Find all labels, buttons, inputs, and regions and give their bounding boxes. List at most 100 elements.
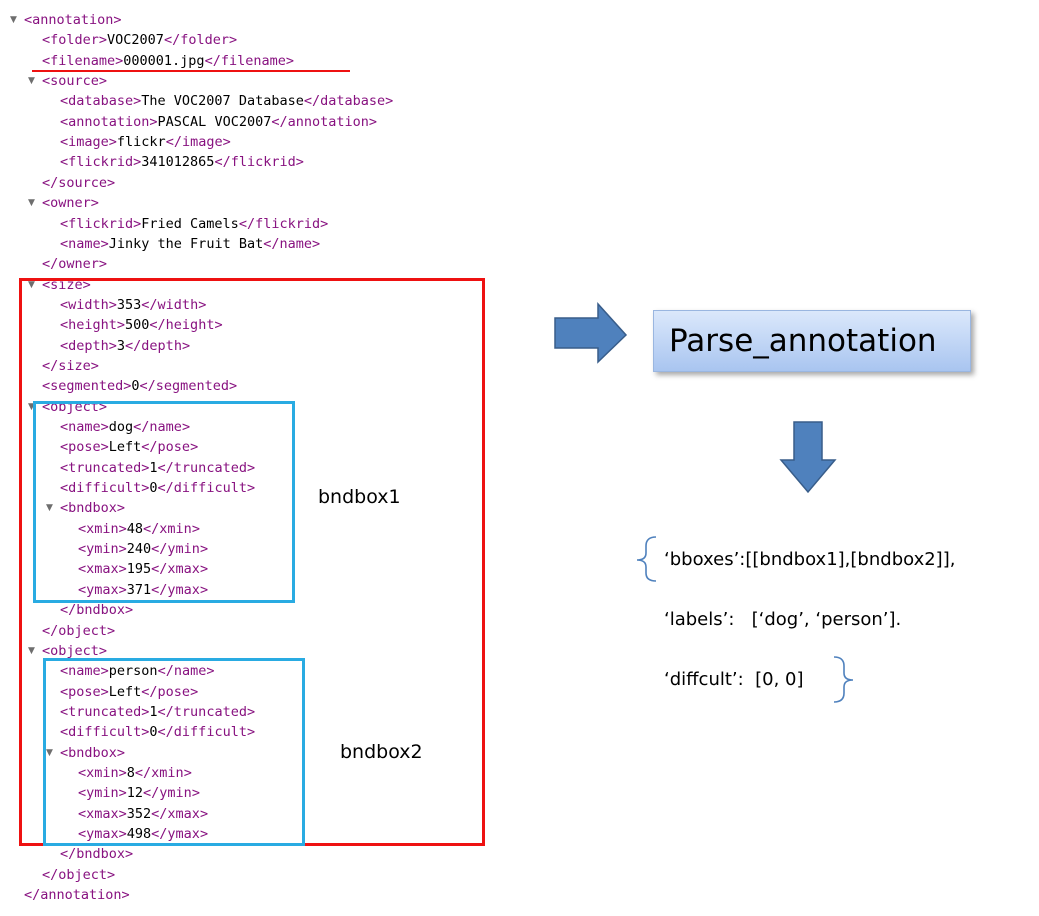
- xml-line: <name>dog</name>: [60, 417, 190, 437]
- xml-line: </size>: [42, 356, 99, 376]
- xml-value: 0: [131, 378, 140, 395]
- xml-tag: <width>: [60, 296, 117, 313]
- xml-tag: </object>: [42, 866, 116, 883]
- xml-value: 12: [126, 785, 144, 802]
- xml-line: </bndbox>: [60, 600, 133, 620]
- xml-line: <width>353</width>: [60, 295, 206, 315]
- xml-tag: </annotation>: [271, 113, 378, 130]
- xml-line: <difficult>0</difficult>: [60, 478, 255, 498]
- xml-tag: <flickrid>: [60, 215, 142, 232]
- xml-tag: <flickrid>: [60, 154, 142, 171]
- xml-tag: <segmented>: [42, 378, 132, 395]
- xml-tag: <annotation>: [24, 12, 122, 28]
- xml-tag: <source>: [42, 73, 108, 90]
- xml-line: </annotation>: [24, 885, 130, 905]
- xml-tag: </depth>: [125, 337, 191, 354]
- collapse-triangle-icon[interactable]: ▼: [28, 645, 35, 656]
- xml-tag: </owner>: [42, 256, 108, 273]
- collapse-triangle-icon[interactable]: ▼: [10, 15, 17, 25]
- xml-value: 371: [126, 581, 152, 598]
- xml-line: <truncated>1</truncated>: [60, 458, 255, 478]
- xml-line: <ymin>240</ymin>: [78, 539, 208, 559]
- xml-tag: <bndbox>: [60, 744, 126, 761]
- xml-tag: </size>: [42, 357, 99, 374]
- xml-line: <difficult>0</difficult>: [60, 722, 255, 742]
- xml-tag: </width>: [141, 296, 207, 313]
- xml-line: <ymax>498</ymax>: [78, 824, 208, 844]
- xml-tag: </segmented>: [139, 378, 238, 395]
- xml-value: 0: [149, 724, 158, 741]
- xml-tag: </ymax>: [151, 826, 209, 842]
- xml-tag: <filename>: [42, 52, 124, 69]
- xml-line: <source>: [42, 71, 107, 91]
- xml-tag: </flickrid>: [214, 154, 304, 171]
- xml-value: 3: [116, 337, 126, 354]
- xml-tag: <xmax>: [78, 805, 127, 822]
- xml-value: 500: [125, 317, 150, 334]
- xml-line: <depth>3</depth>: [60, 336, 190, 356]
- xml-line: <height>500</height>: [60, 315, 223, 335]
- collapse-triangle-icon[interactable]: ▼: [28, 76, 35, 87]
- xml-tag: <pose>: [60, 683, 109, 700]
- xml-value: The VOC2007 Database: [141, 93, 304, 110]
- xml-line: <pose>Left</pose>: [60, 682, 198, 702]
- xml-line: </owner>: [42, 254, 107, 274]
- xml-value: person: [108, 663, 158, 680]
- xml-tag: </ymax>: [151, 581, 209, 598]
- collapse-triangle-icon[interactable]: ▼: [28, 198, 35, 209]
- xml-tag: <difficult>: [60, 480, 150, 497]
- xml-line: <filename>000001.jpg</filename>: [42, 51, 294, 71]
- bndbox1-highlight-box: [33, 401, 295, 603]
- xml-line: <object>: [42, 641, 107, 661]
- xml-line: <owner>: [42, 193, 99, 213]
- xml-tag: </difficult>: [157, 480, 256, 497]
- collapse-triangle-icon[interactable]: ▼: [46, 747, 53, 758]
- xml-value: VOC2007: [107, 32, 164, 49]
- xml-tag: </flickrid>: [238, 215, 329, 232]
- xml-tag: </pose>: [141, 683, 199, 700]
- xml-tag: <depth>: [60, 337, 117, 354]
- xml-line: <database>The VOC2007 Database</database…: [60, 91, 393, 111]
- filename-underline: [32, 70, 350, 72]
- xml-line: <image>flickr</image>: [60, 132, 231, 152]
- xml-tag: <height>: [60, 317, 126, 334]
- xml-line: <xmax>195</xmax>: [78, 559, 208, 579]
- xml-tag: </image>: [165, 134, 231, 151]
- xml-tag: </annotation>: [24, 887, 130, 904]
- xml-value: 195: [126, 561, 152, 578]
- xml-line: <truncated>1</truncated>: [60, 702, 255, 722]
- xml-tag: </bndbox>: [60, 846, 134, 863]
- xml-tag: <pose>: [60, 439, 109, 456]
- xml-tag: </truncated>: [157, 459, 256, 476]
- xml-line: <annotation>: [24, 10, 122, 30]
- xml-tag: <name>: [60, 235, 109, 252]
- xml-line: </object>: [42, 621, 115, 641]
- collapse-triangle-icon[interactable]: ▼: [46, 503, 53, 514]
- result-bboxes-line: ‘bboxes’:[[bndbox1],[bndbox2]],: [664, 549, 956, 570]
- xml-tag: <database>: [60, 93, 142, 110]
- xml-tag: </xmax>: [151, 805, 209, 822]
- collapse-triangle-icon[interactable]: ▼: [28, 279, 35, 290]
- xml-value: 1: [149, 459, 158, 476]
- xml-tag: </name>: [157, 663, 215, 680]
- xml-tag: <annotation>: [60, 113, 158, 130]
- xml-line: <annotation>PASCAL VOC2007</annotation>: [60, 112, 377, 132]
- collapse-triangle-icon[interactable]: ▼: [28, 401, 35, 412]
- xml-tag: <ymax>: [78, 581, 127, 598]
- xml-line: <name>Jinky the Fruit Bat</name>: [60, 234, 320, 254]
- xml-tag: <folder>: [42, 32, 108, 49]
- xml-tag: <object>: [42, 642, 108, 659]
- xml-tag: <ymin>: [78, 541, 127, 558]
- xml-value: 8: [126, 764, 135, 781]
- xml-tag: </database>: [303, 93, 394, 110]
- xml-tag: </object>: [42, 622, 116, 639]
- xml-tag: <xmin>: [78, 764, 127, 781]
- xml-value: Fried Camels: [141, 215, 239, 232]
- result-labels-line: ‘labels’: [‘dog’, ‘person’].: [664, 609, 902, 630]
- xml-value: flickr: [116, 134, 166, 151]
- xml-tag: <xmin>: [78, 520, 127, 537]
- xml-tag: <ymin>: [78, 785, 127, 802]
